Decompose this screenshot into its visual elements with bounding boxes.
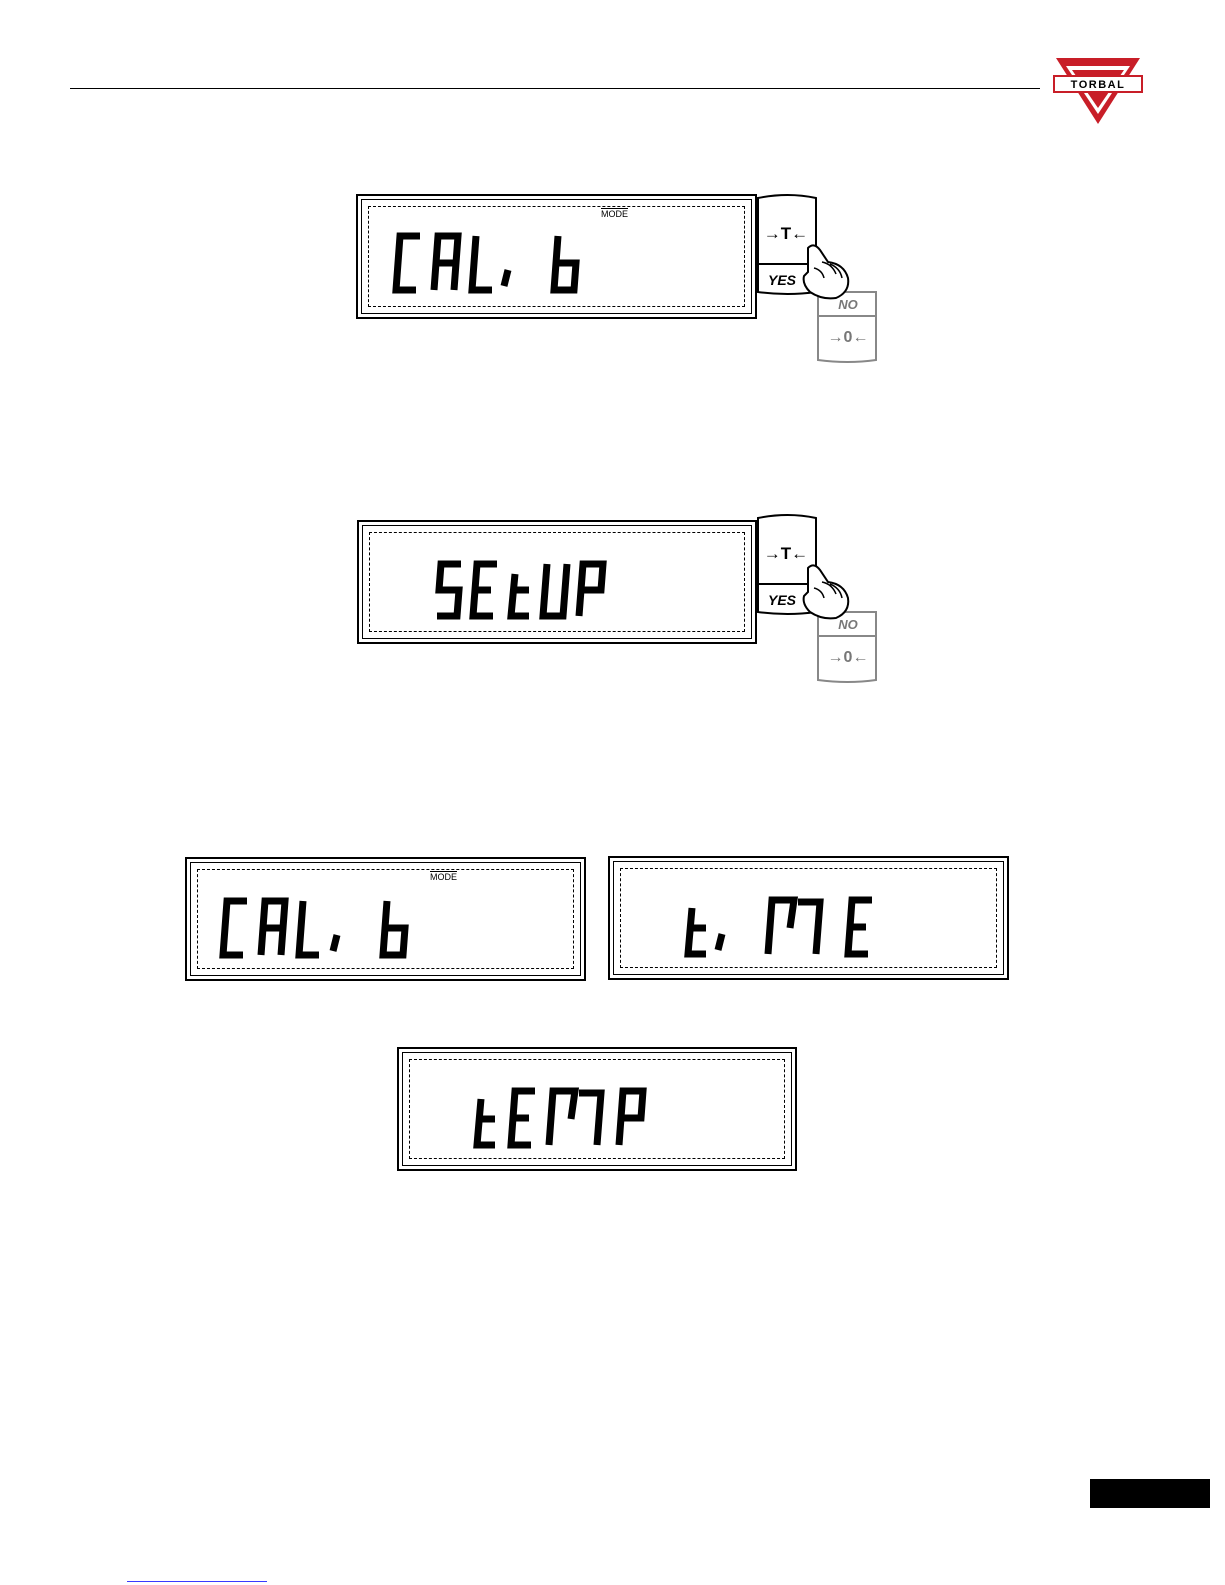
no-key-label: NO: [838, 617, 858, 632]
lcd-text: [358, 196, 759, 321]
no-key-label: NO: [838, 297, 858, 312]
yes-key-label: YES: [768, 592, 797, 608]
zero-key-label: →0←: [828, 649, 869, 666]
keypad-tare-pressed[interactable]: →T← YES NO →0←: [752, 192, 882, 364]
tare-key-label: →T←: [764, 544, 808, 563]
lcd-display-temp: [397, 1047, 797, 1171]
keypad-tare-pressed-2[interactable]: →T← YES NO →0←: [752, 512, 882, 684]
page-number-box: [1090, 1479, 1210, 1508]
tare-key-label: →T←: [764, 224, 808, 243]
pointing-hand-icon: [804, 565, 849, 618]
header-rule: [70, 88, 1040, 89]
zero-key-label: →0←: [828, 329, 869, 346]
logo-text: TORBAL: [1071, 79, 1126, 91]
lcd-display-cal-b: MODE: [356, 194, 757, 319]
lcd-display-cal-b-2: MODE: [185, 857, 586, 981]
lcd-text: [399, 1049, 799, 1173]
torbal-logo: TORBAL: [1052, 56, 1144, 126]
lcd-display-setup: [357, 520, 757, 644]
pointing-hand-icon: [804, 245, 849, 298]
yes-key-label: YES: [768, 272, 797, 288]
footer-link-underline[interactable]: [127, 1581, 267, 1582]
lcd-text: [359, 522, 759, 646]
lcd-text: [187, 859, 588, 983]
lcd-text: [610, 858, 1011, 982]
lcd-display-time: [608, 856, 1009, 980]
